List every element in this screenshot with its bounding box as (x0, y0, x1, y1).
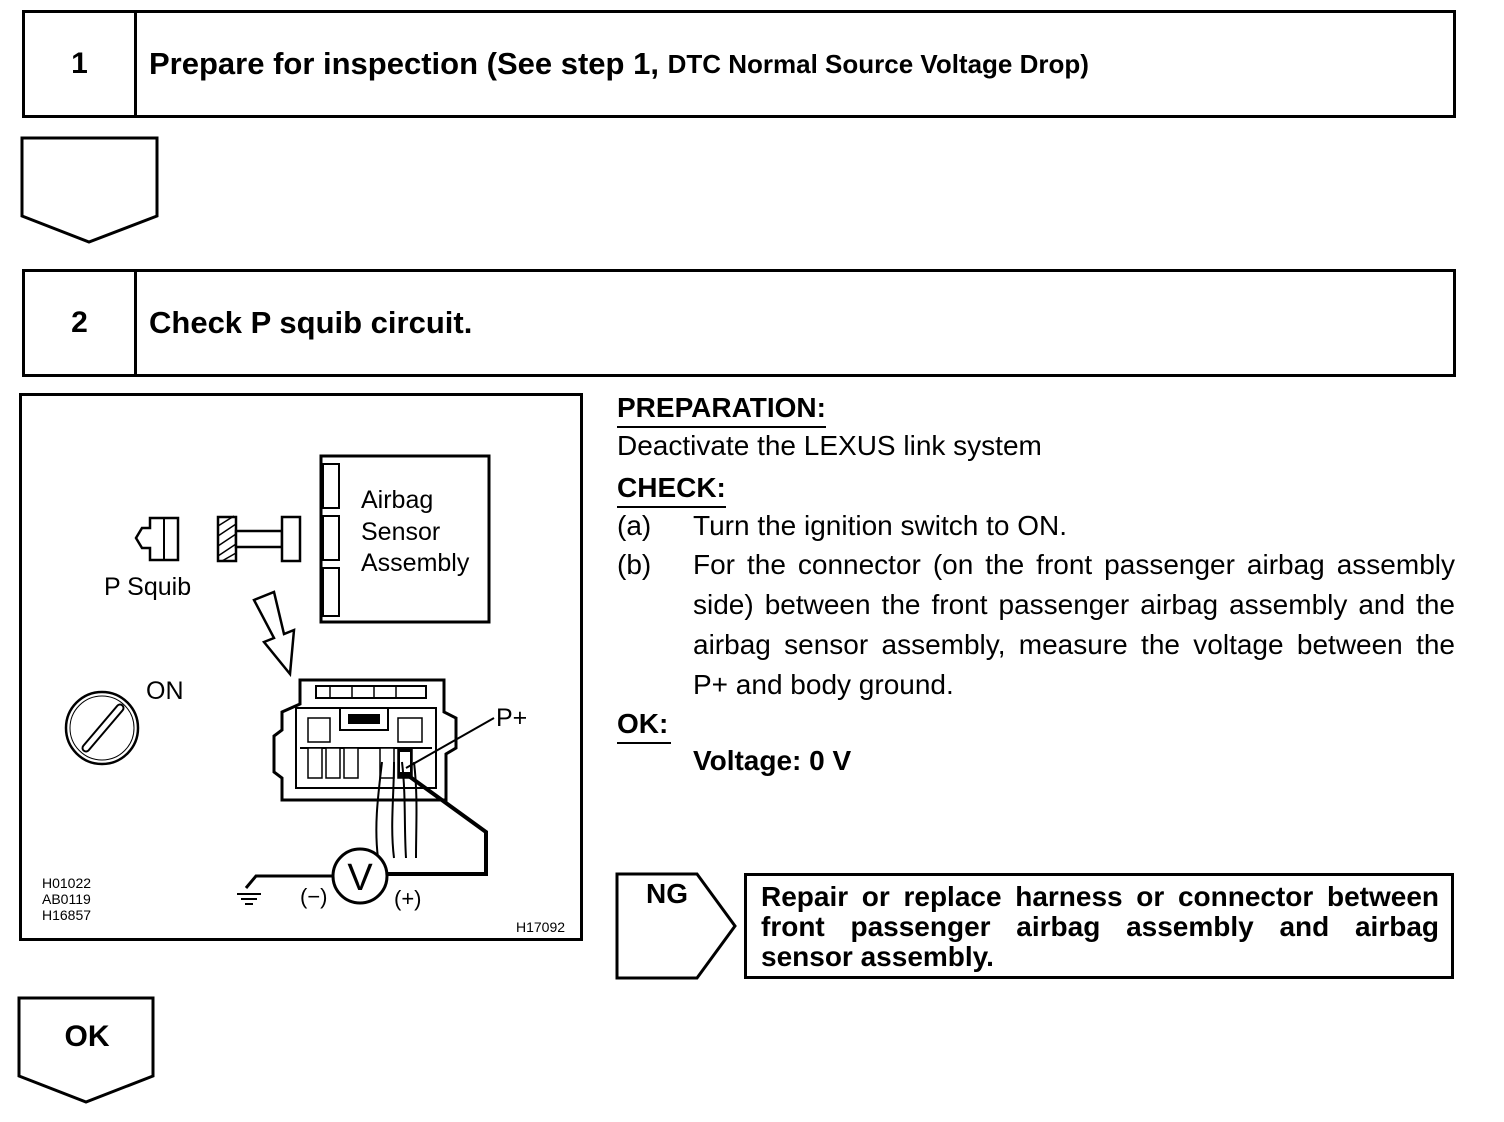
ng-result-box: Repair or replace harness or connector b… (744, 873, 1454, 979)
item-text: Turn the ignition switch to ON. (693, 510, 1068, 541)
ok-heading: OK: (617, 708, 671, 744)
p-plus-label: P+ (496, 704, 527, 732)
ok-label: OK (64, 1020, 110, 1053)
ref-code: H16857 (42, 907, 91, 923)
step-1-title-ref: DTC Normal Source Voltage Drop) (667, 48, 1089, 79)
ok-arrow (17, 996, 155, 1104)
ok-spec: Voltage: 0 V (693, 745, 852, 776)
wiring-diagram: Airbag Sensor Assembly P Squib ON (19, 393, 583, 941)
sensor-label: Sensor (361, 518, 440, 546)
airbag-sensor-assembly-box (319, 454, 491, 624)
step-2-number: 2 (25, 272, 137, 374)
check-heading: CHECK: (617, 472, 726, 508)
ng-label: NG (646, 878, 688, 909)
minus-label: (−) (300, 884, 328, 909)
step-1-title-main: Prepare for inspection (See step 1, (149, 46, 659, 81)
p-squib-connector (134, 515, 302, 563)
p-squib-label: P Squib (104, 573, 191, 601)
ignition-switch-icon (64, 690, 140, 766)
figure-id: H17092 (516, 919, 565, 935)
step-1-header: 1 Prepare for inspection (See step 1, DT… (22, 10, 1456, 118)
flow-down-arrow (20, 136, 159, 244)
airbag-label: Airbag (361, 486, 433, 514)
plus-label: (+) (394, 886, 422, 911)
item-letter: (a) (617, 510, 652, 541)
step-1-title: Prepare for inspection (See step 1, DTC … (137, 13, 1453, 115)
ref-code: AB0119 (42, 891, 91, 907)
step-2-title: Check P squib circuit. (149, 305, 473, 340)
connector-drawing (272, 678, 458, 802)
step-1-number: 1 (25, 13, 137, 115)
connection-arrow (252, 590, 296, 678)
ref-code: H01022 (42, 875, 91, 891)
preparation-text: Deactivate the LEXUS link system (617, 430, 1042, 461)
on-label: ON (146, 677, 184, 705)
step-2-header: 2 Check P squib circuit. (22, 269, 1456, 377)
assembly-label: Assembly (361, 549, 470, 577)
ground-icon (237, 893, 261, 905)
preparation-heading: PREPARATION: (617, 392, 826, 428)
voltmeter-symbol: V (347, 857, 373, 899)
item-text: For the connector (on the front passenge… (693, 549, 1455, 700)
item-letter: (b) (617, 549, 652, 580)
ng-arrow (615, 872, 737, 980)
